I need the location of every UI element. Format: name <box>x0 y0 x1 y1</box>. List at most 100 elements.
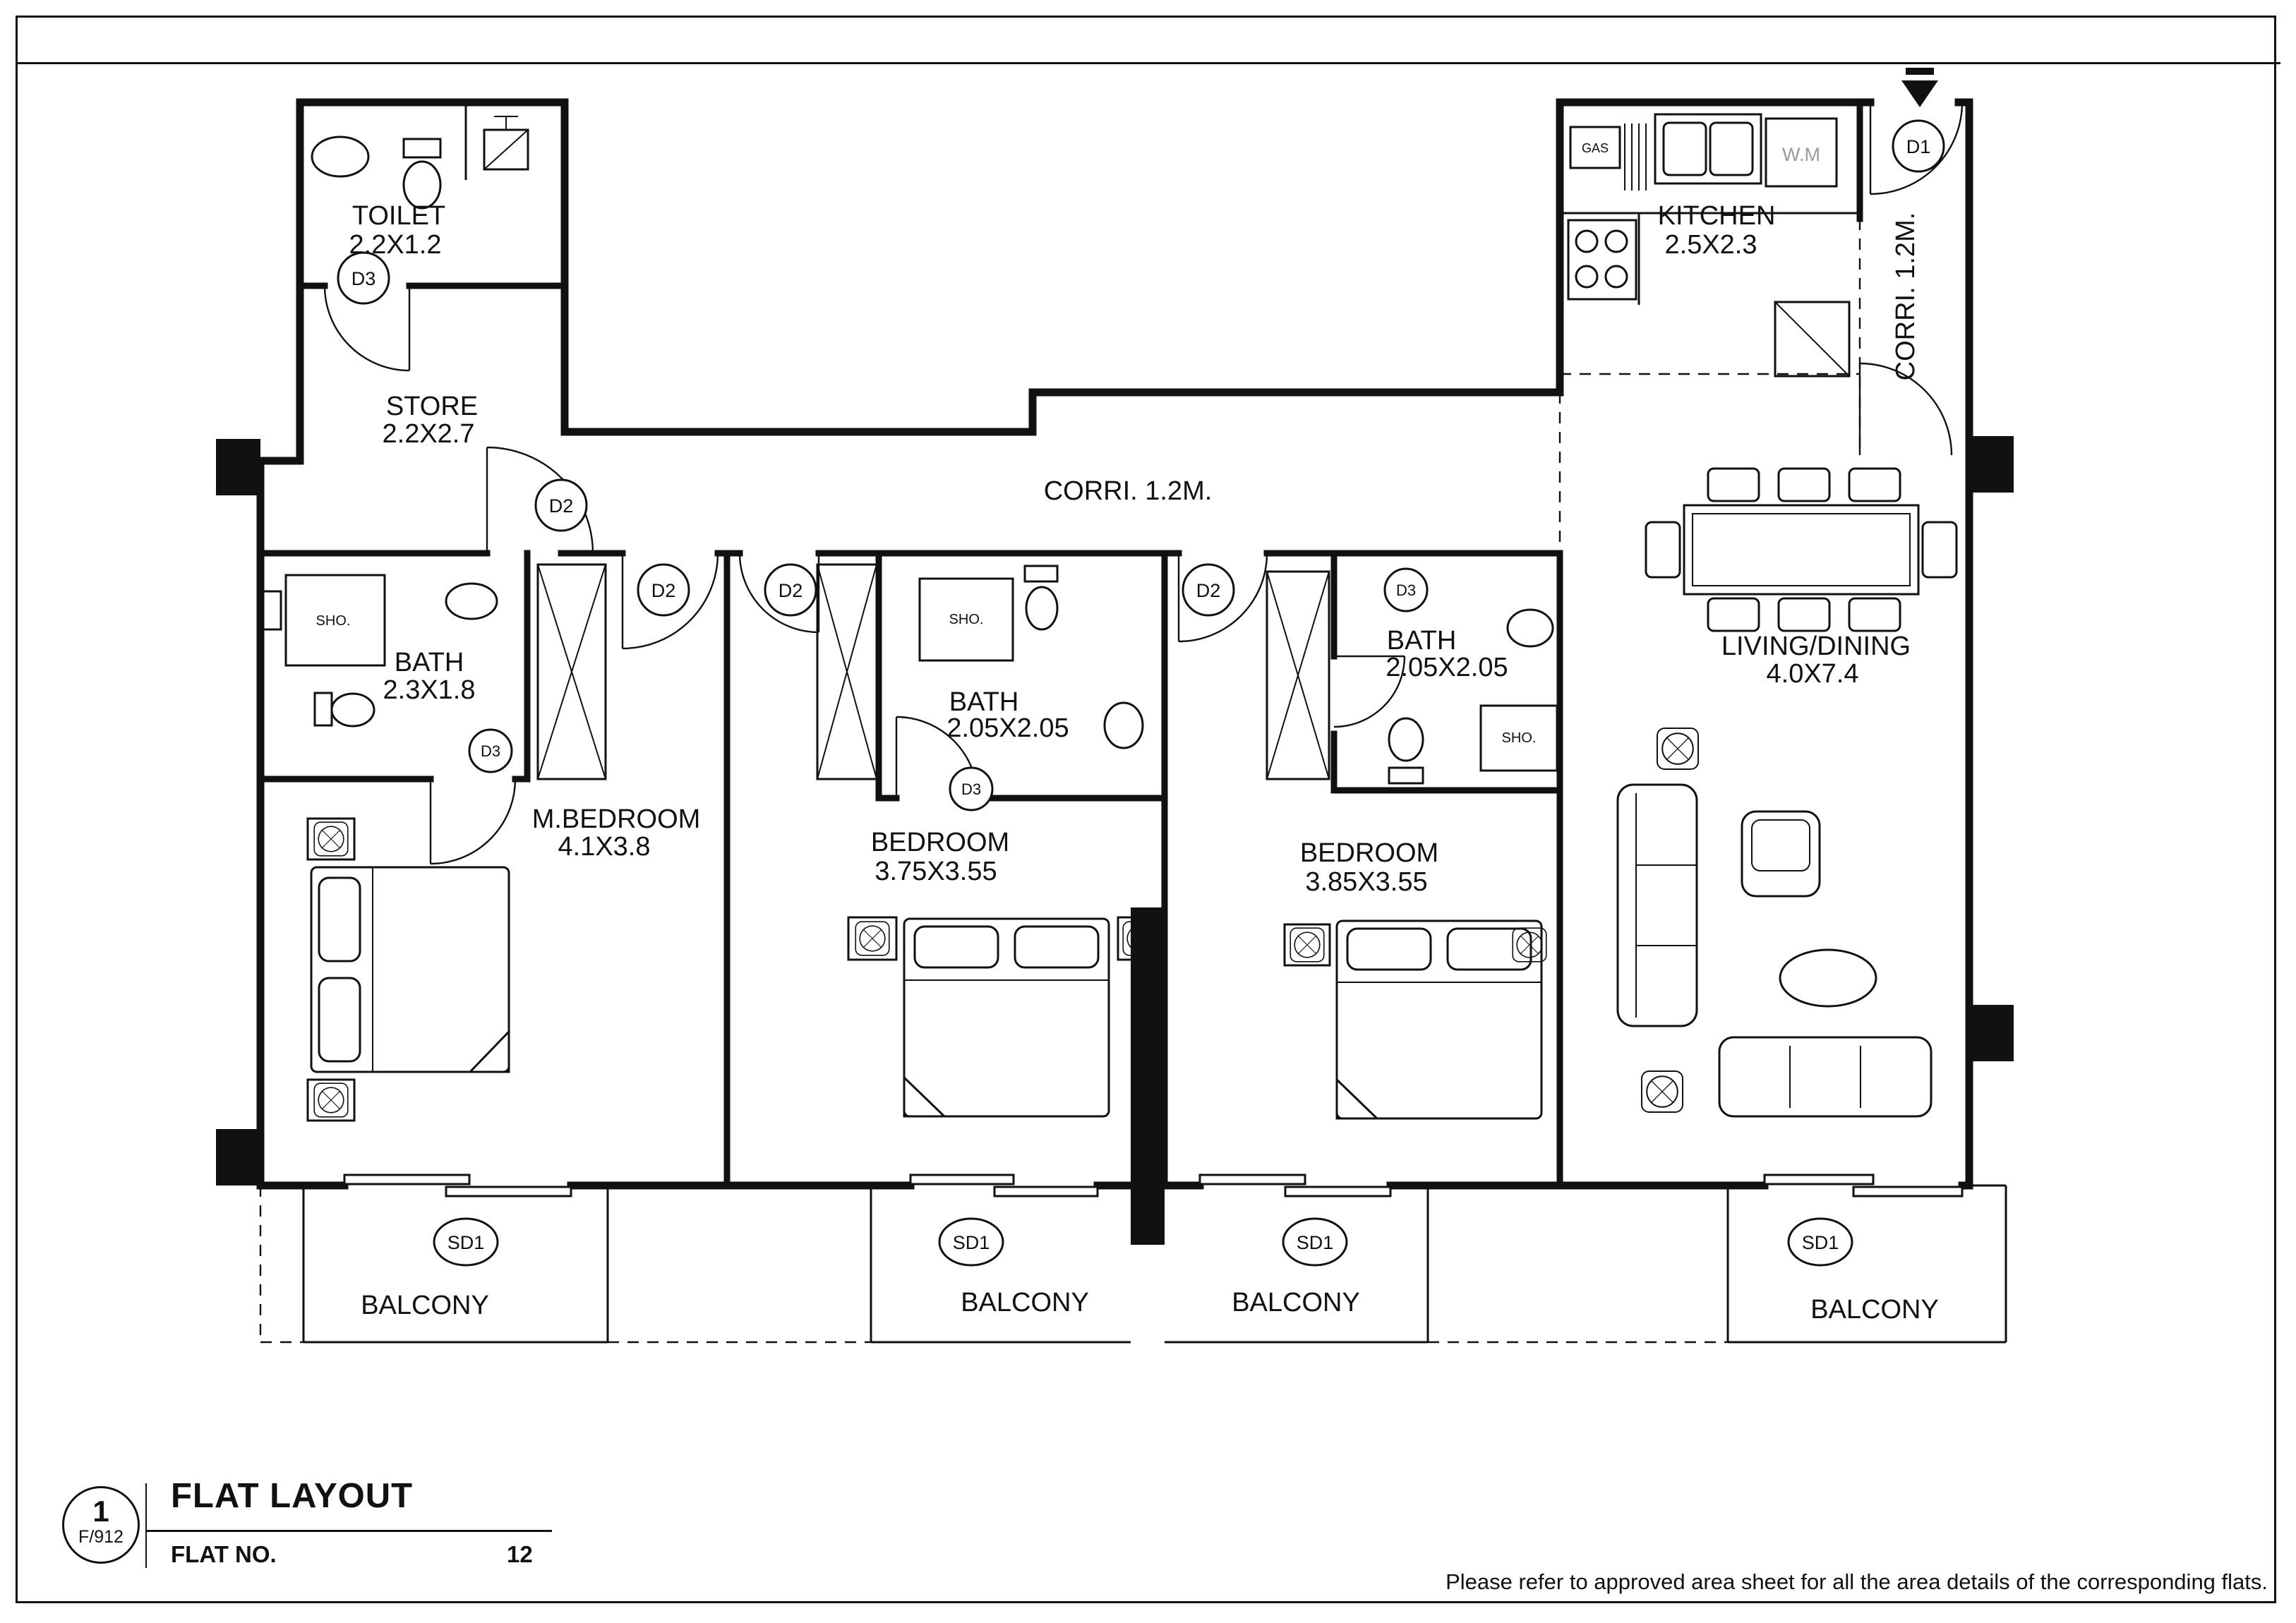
washing-machine <box>1765 117 1838 188</box>
bath-master-dim: 2.3X1.8 <box>383 675 476 705</box>
fridge <box>1774 301 1851 378</box>
nightstand <box>1117 916 1163 961</box>
coffee-table <box>1779 948 1877 1008</box>
living-dining-label: LIVING/DINING <box>1721 632 1911 661</box>
titleblock-rule <box>145 1530 552 1532</box>
bed-bedroom3 <box>1335 919 1543 1120</box>
wardrobe-bedroom2 <box>816 563 878 780</box>
corridor-main-label: CORRI. 1.2M. <box>1044 476 1213 506</box>
door-tag-label: D3 <box>961 780 981 798</box>
corridor-entry-label: CORRI. 1.2M. <box>1891 212 1921 381</box>
door-tag-d3: D3 <box>468 728 513 773</box>
bed-bedroom2 <box>903 917 1110 1118</box>
living-furniture <box>1616 727 1933 1118</box>
door-tag-label: D1 <box>1906 136 1931 157</box>
bath2-label: BATH <box>949 687 1019 717</box>
door-tag-d2: D2 <box>1182 563 1235 617</box>
bath1-fixtures <box>261 574 498 728</box>
armchair <box>1741 810 1821 898</box>
wardrobe-master <box>536 563 607 780</box>
flat-no-value: 12 <box>507 1541 533 1567</box>
wardrobe-bedroom3 <box>1266 570 1330 780</box>
entrance-arrow-icon <box>1901 68 1938 107</box>
detail-number: 1 <box>92 1495 109 1528</box>
door-tag-d2: D2 <box>534 478 588 532</box>
sheet-border <box>16 16 2276 1603</box>
door-tag-label: D2 <box>549 495 574 517</box>
living-dining-dim: 4.0X7.4 <box>1767 659 1859 689</box>
bedroom2-label: BEDROOM <box>871 828 1009 857</box>
bedroom2-dim: 3.75X3.55 <box>874 857 997 886</box>
gas-label: GAS <box>1582 141 1609 155</box>
exterior-walls <box>256 98 1973 1190</box>
lamp-icon <box>313 821 349 857</box>
fixture-labels: SHO. SHO. SHO. GAS W.M <box>316 141 1820 746</box>
bath3-label: BATH <box>1387 626 1457 656</box>
sliding-door-sd1 <box>343 1173 1964 1197</box>
door-tag-label: D2 <box>1196 580 1221 601</box>
balconies <box>302 1173 2007 1344</box>
flat-no-label: FLAT NO. <box>171 1541 277 1567</box>
shower-label: SHO. <box>949 612 984 627</box>
door-tag-label: D3 <box>481 742 500 760</box>
master-bedroom-label: M.BEDROOM <box>532 804 701 834</box>
nightstand <box>847 916 898 961</box>
bath3-fixtures <box>1388 608 1558 785</box>
gas-hob-box <box>1569 126 1621 169</box>
nightstand <box>1283 923 1331 967</box>
kitchen-sink <box>1654 113 1762 185</box>
nightstand <box>306 1078 356 1122</box>
door-tag-d1: D1 <box>1892 119 1945 173</box>
master-bedroom-dim: 4.1X3.8 <box>558 832 651 862</box>
door-tag-label: SD1 <box>953 1232 990 1253</box>
structural-piers <box>216 436 2014 1245</box>
store-dim: 2.2X2.7 <box>383 419 475 449</box>
door-tag-label: D3 <box>1396 581 1416 599</box>
lamp-icon <box>313 1082 349 1118</box>
door-tag-d2: D2 <box>637 563 690 617</box>
kitchen-dim: 2.5X2.3 <box>1665 230 1757 260</box>
door-tags: D3 D2 D2 D2 D2 D3 <box>337 119 1945 1267</box>
bath2-dim: 2.05X2.05 <box>946 713 1069 743</box>
open-boundaries <box>259 219 1861 1344</box>
footer-note: Please refer to approved area sheet for … <box>1445 1569 2268 1594</box>
drawing-title: FLAT LAYOUT <box>171 1477 414 1515</box>
ceiling-fan-icon <box>1640 1070 1684 1114</box>
door-tag-sd1: SD1 <box>1282 1217 1348 1267</box>
door-tag-label: SD1 <box>1297 1232 1334 1253</box>
door-tag-sd1: SD1 <box>938 1217 1004 1267</box>
door-tag-sd1: SD1 <box>433 1217 499 1267</box>
door-tag-d3: D3 <box>949 766 994 812</box>
detail-bubble: 1 F/912 <box>62 1486 140 1564</box>
door-swings <box>323 102 1964 865</box>
bedroom3-label: BEDROOM <box>1300 838 1438 868</box>
shower-label: SHO. <box>1502 730 1537 746</box>
kitchen-label: KITCHEN <box>1658 201 1776 231</box>
stove <box>1567 219 1637 301</box>
door-tag-d2: D2 <box>764 563 817 617</box>
balcony-label: BALCONY <box>1232 1288 1360 1317</box>
door-tag-label: D2 <box>651 580 676 601</box>
balcony-label: BALCONY <box>961 1288 1089 1317</box>
door-tag-label: D3 <box>351 268 376 289</box>
room-labels: TOILET 2.2X1.2 STORE 2.2X2.7 KITCHEN 2.5… <box>349 201 1939 1325</box>
dining-set <box>1645 467 1958 632</box>
store-label: STORE <box>386 392 478 421</box>
bedroom3-dim: 3.85X3.55 <box>1305 867 1427 897</box>
master-bed <box>310 866 510 1073</box>
wardrobes <box>536 563 1330 780</box>
bath-master-label: BATH <box>395 648 464 677</box>
ceiling-fan-icon <box>1656 727 1700 771</box>
bath3-dim: 2.05X2.05 <box>1386 653 1508 682</box>
toilet-label: TOILET <box>352 201 445 231</box>
nightstand <box>306 817 356 861</box>
sofa-three-seat <box>1718 1036 1933 1118</box>
washing-machine-label: W.M <box>1782 144 1820 165</box>
interior-walls <box>257 99 1863 1189</box>
drain-board <box>1624 123 1647 191</box>
sofa-long <box>1616 783 1698 1027</box>
lamp-icon <box>1290 927 1325 963</box>
sheet-header-rule <box>16 62 2280 64</box>
door-tag-d3: D3 <box>337 251 390 305</box>
